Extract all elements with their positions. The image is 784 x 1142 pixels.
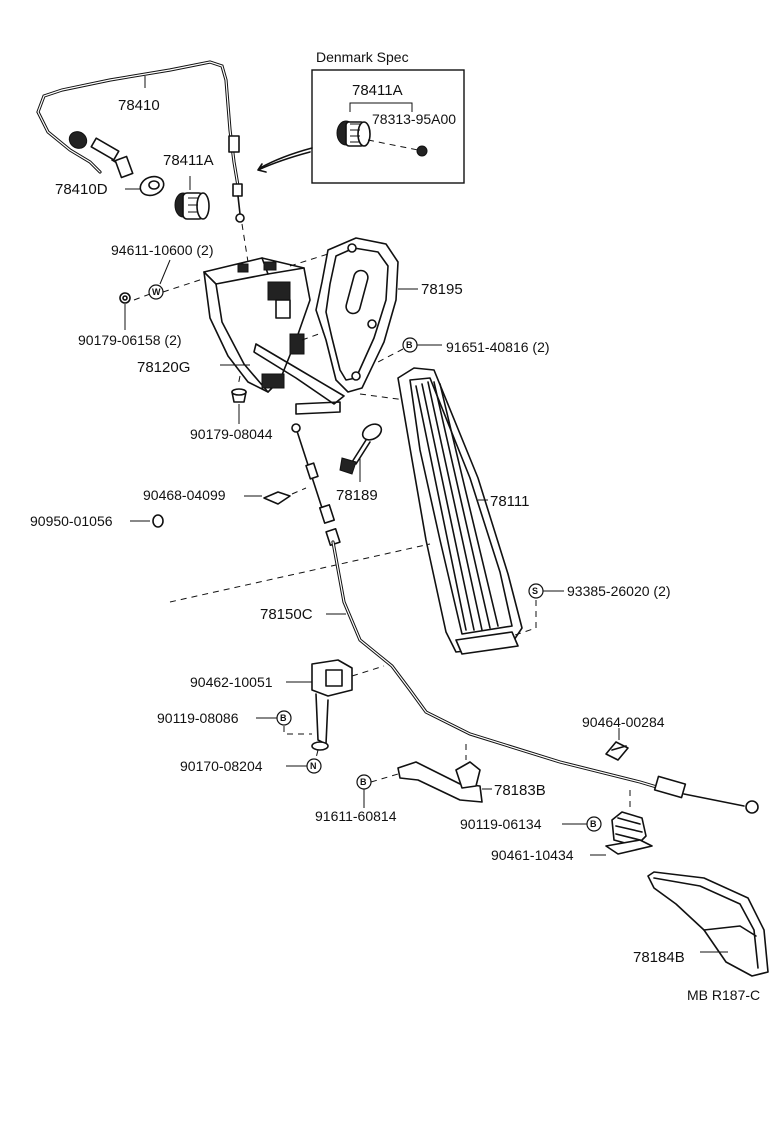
svg-text:W: W	[152, 287, 161, 297]
cover-78184B: 78184B	[633, 871, 769, 977]
denmark-spec-inset: Denmark Spec 78411A 78313-95A00	[257, 49, 465, 184]
clip-78313-inset	[416, 145, 428, 157]
pedal-bracket-78120G: 78120G	[137, 257, 345, 415]
label-78411A: 78411A	[163, 152, 214, 169]
grommet-78410D: 78410D	[55, 155, 165, 198]
label-78411A-inset: 78411A	[352, 82, 403, 99]
diagram-reference-code: MB R187-C	[687, 987, 760, 1003]
svg-text:B: B	[406, 340, 413, 350]
label-90468-04099: 90468-04099	[143, 487, 226, 503]
bolt-symbol-b-90119-06134: B	[586, 816, 602, 832]
label-94611-10600: 94611-10600 (2)	[111, 242, 213, 258]
svg-text:B: B	[590, 819, 597, 829]
nut-symbol-n: N	[306, 758, 322, 774]
label-78410: 78410	[118, 97, 160, 114]
denmark-spec-title: Denmark Spec	[316, 49, 409, 65]
label-90119-08086: 90119-08086	[157, 710, 239, 726]
cable-bracket-78183B: 78183B	[397, 744, 546, 803]
label-78150C: 78150C	[260, 606, 313, 623]
accelerator-pedal-78111: 78111	[397, 367, 530, 655]
label-90179-06158: 90179-06158 (2)	[78, 332, 182, 348]
washer-symbol-w: W	[148, 284, 164, 300]
clip-90464-00284: 90464-00284	[582, 714, 665, 761]
label-78120G: 78120G	[137, 359, 190, 376]
pedal-stopper-bracket-78195: 78195	[315, 237, 463, 393]
label-90119-06134: 90119-06134	[460, 816, 542, 832]
label-90464-00284: 90464-00284	[582, 714, 665, 730]
label-90179-08044: 90179-08044	[190, 426, 273, 442]
svg-text:B: B	[280, 713, 287, 723]
screw-symbol-s: S	[528, 583, 544, 599]
label-78195: 78195	[421, 281, 463, 298]
stopper-bolt-78189: 78189	[336, 423, 383, 504]
label-90461-10434: 90461-10434	[491, 847, 574, 863]
bolt-symbol-b-90119-08086: B	[276, 710, 292, 726]
label-78183B: 78183B	[494, 782, 546, 799]
cable-end-knob-78411A: 78411A	[163, 152, 214, 220]
label-91611-60814: 91611-60814	[315, 808, 397, 824]
label-78184B: 78184B	[633, 949, 685, 966]
label-90170-08204: 90170-08204	[180, 758, 263, 774]
nut-90170-08204	[311, 741, 329, 751]
throttle-cable-78410: 78410	[36, 60, 249, 263]
label-90950-01056: 90950-01056	[30, 513, 113, 529]
label-78410D: 78410D	[55, 181, 108, 198]
floor-line	[169, 543, 431, 603]
label-93385-26020: 93385-26020 (2)	[567, 583, 671, 599]
label-91651-40816: 91651-40816 (2)	[446, 339, 550, 355]
label-78189: 78189	[336, 487, 378, 504]
grommet-90950-01056: 90950-01056	[30, 513, 164, 529]
cable-end-knob-inset	[336, 120, 371, 147]
svg-text:N: N	[310, 761, 317, 771]
label-90462-10051: 90462-10051	[190, 674, 273, 690]
throttle-cable-78150C: 78150C	[260, 423, 759, 814]
bolt-symbol-b-91651: B	[402, 337, 418, 353]
clamp-90462-10051: 90462-10051	[190, 659, 385, 745]
pointer-arrow	[257, 151, 311, 173]
clip-90468-04099: 90468-04099	[143, 487, 307, 505]
clamp-90461-10434: 90461-10434	[491, 790, 653, 863]
bolt-symbol-b-91611: B	[356, 774, 372, 790]
svg-text:B: B	[360, 777, 367, 787]
label-78313-95A00: 78313-95A00	[372, 111, 456, 127]
nut-90179-08044: 90179-08044	[190, 388, 273, 442]
svg-text:S: S	[532, 586, 538, 596]
label-78111: 78111	[490, 493, 530, 510]
